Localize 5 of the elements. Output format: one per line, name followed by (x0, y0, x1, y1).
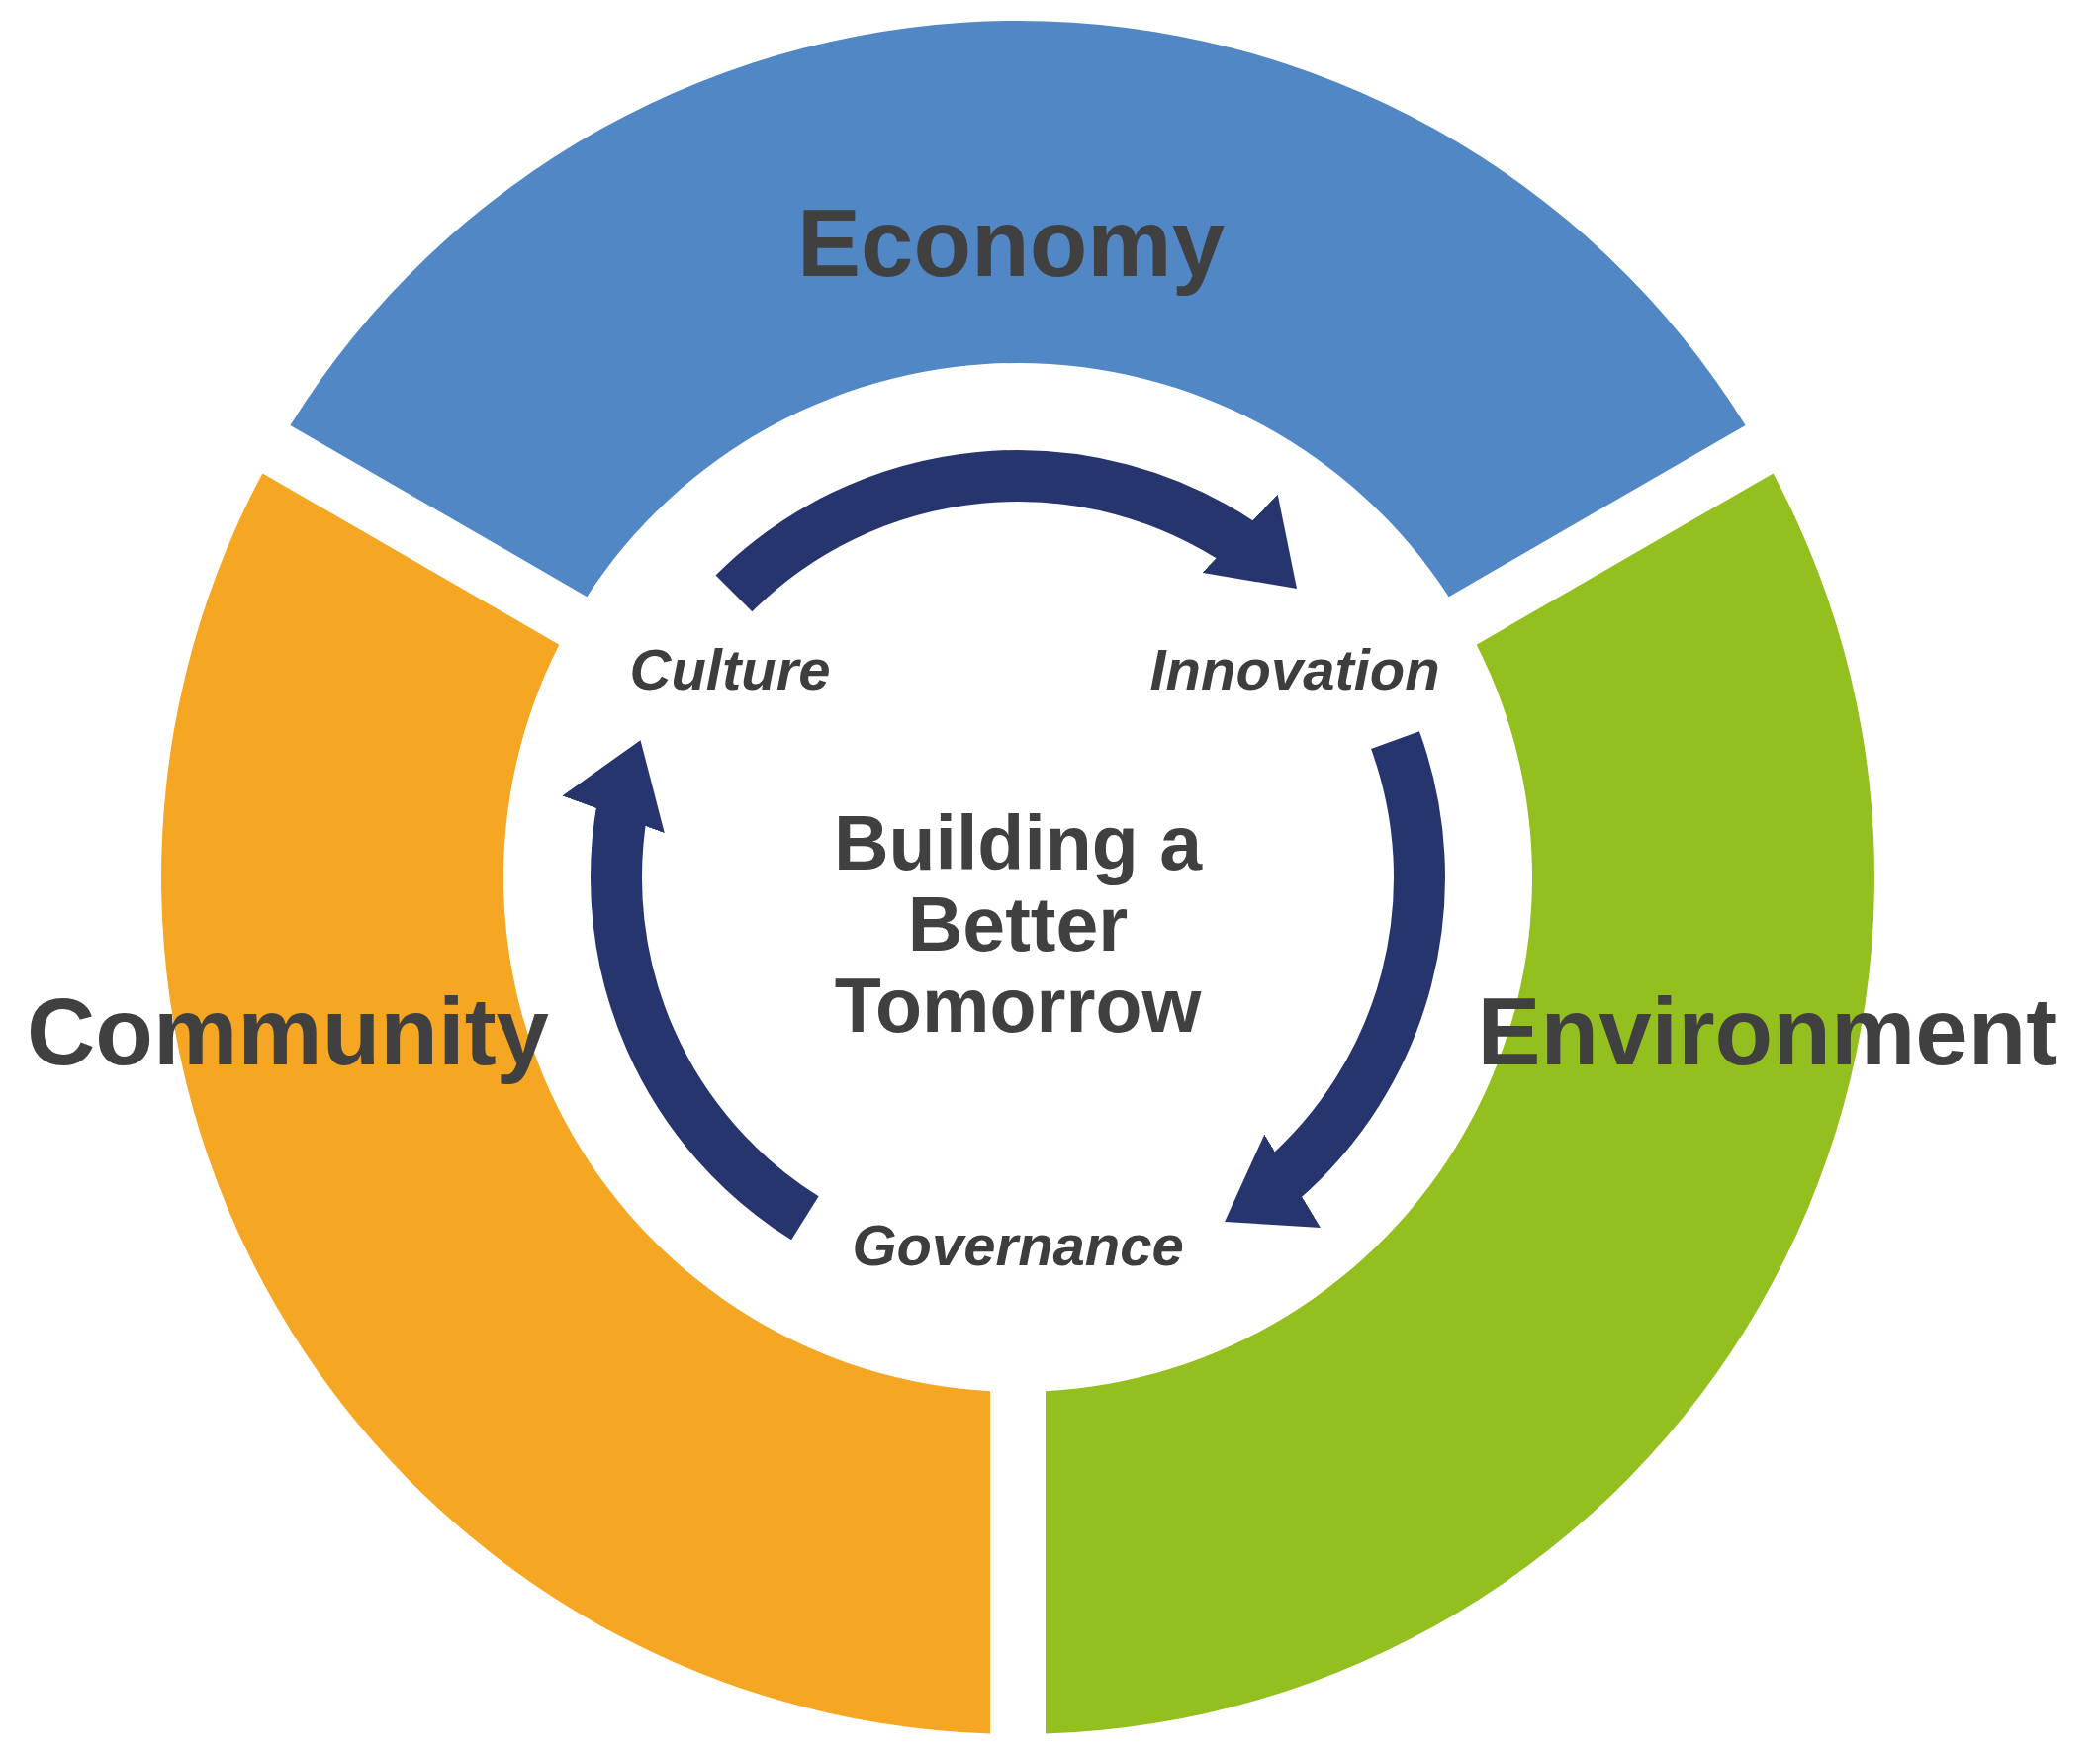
cycle-label: Governance (852, 1212, 1184, 1279)
center-label: Building a Better Tomorrow (832, 802, 1204, 1046)
cycle-label: Culture (629, 636, 831, 703)
cycle-label: Innovation (1149, 636, 1440, 703)
segment-label: Economy (797, 191, 1226, 296)
